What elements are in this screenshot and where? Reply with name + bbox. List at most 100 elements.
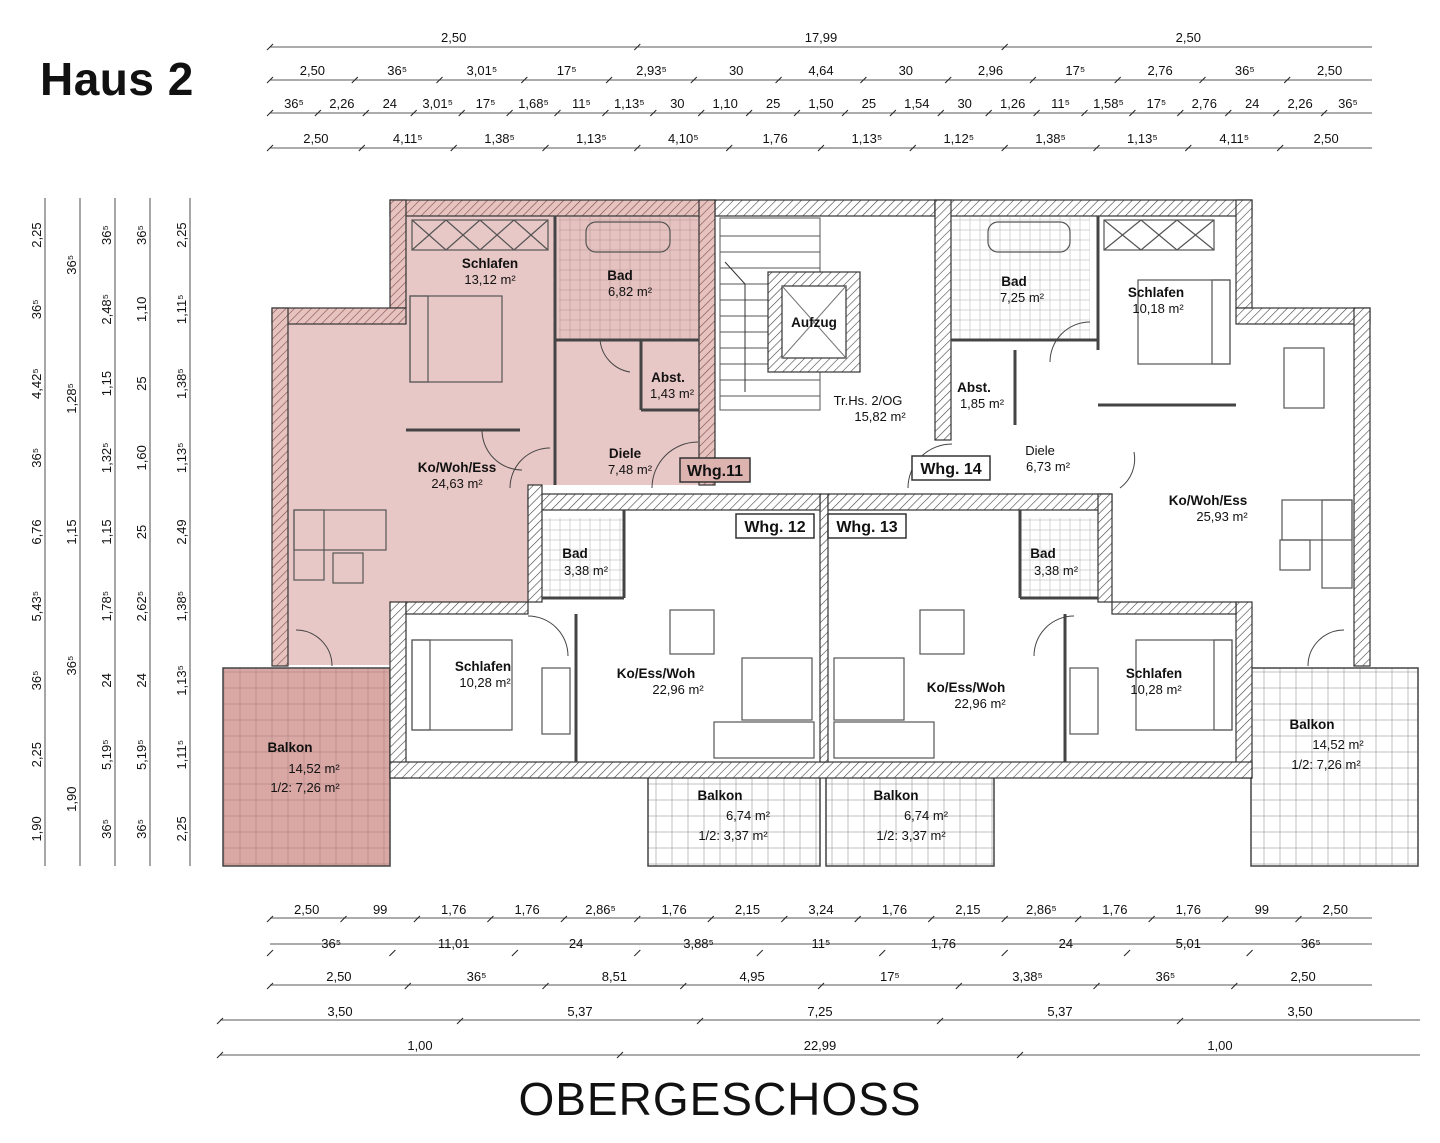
dim-bottom-2-tick-6 bbox=[1093, 982, 1100, 990]
dim-top-3-tick-2 bbox=[450, 144, 458, 152]
dim-bottom-2-tick-3 bbox=[679, 982, 687, 990]
dim-top-1-9: 17⁵ bbox=[1065, 63, 1085, 78]
dim-left-4-5: 1,38⁵ bbox=[174, 591, 189, 622]
w13-balkon-half: 1/2: 3,37 m² bbox=[876, 828, 946, 843]
dim-left-2-7: 5,19⁵ bbox=[99, 739, 114, 770]
dim-bottom-2-2: 8,51 bbox=[602, 969, 627, 984]
dim-left-0-8: 1,90 bbox=[29, 816, 44, 841]
dim-bottom-3-tick-4 bbox=[1176, 1017, 1184, 1025]
dim-top-2-20: 24 bbox=[1245, 96, 1259, 111]
building-title: Haus 2 bbox=[40, 53, 194, 105]
aufzug-name: Aufzug bbox=[791, 315, 837, 330]
whg12-label: Whg. 12 bbox=[744, 519, 805, 536]
dim-left-3-3: 1,60 bbox=[134, 445, 149, 470]
w14-balcony-area bbox=[1250, 667, 1419, 867]
dim-top-0-tick-1 bbox=[633, 43, 641, 51]
dim-top-1-tick-11 bbox=[1199, 76, 1206, 84]
dim-bottom-0-12: 1,76 bbox=[1176, 902, 1201, 917]
dim-bottom-2-tick-5 bbox=[955, 982, 963, 990]
dim-left-0-4: 6,76 bbox=[29, 519, 44, 544]
dim-left-1-0: 36⁵ bbox=[64, 255, 79, 275]
dim-bottom-0-tick-13 bbox=[1221, 915, 1229, 923]
dim-bottom-0-13: 99 bbox=[1255, 902, 1269, 917]
dim-top-3-tick-7 bbox=[909, 144, 917, 152]
dim-bottom-4-tick-1 bbox=[616, 1051, 624, 1059]
dim-top-2-tick-14 bbox=[937, 109, 945, 117]
dim-bottom-0-tick-3 bbox=[487, 915, 494, 923]
w14-balkon-half: 1/2: 7,26 m² bbox=[1291, 757, 1361, 772]
dim-top-2-tick-18 bbox=[1129, 109, 1136, 117]
w12-bad-area: 3,38 m² bbox=[564, 563, 609, 578]
dim-top-3-0: 2,50 bbox=[303, 131, 328, 146]
dim-bottom-1-tick-6 bbox=[1001, 949, 1009, 957]
elevator bbox=[767, 271, 861, 373]
dim-top-2-tick-12 bbox=[841, 109, 849, 117]
w13-schlafen-area: 10,28 m² bbox=[1130, 682, 1182, 697]
dim-left-1-4: 1,90 bbox=[64, 787, 79, 812]
w14-bath-tiles bbox=[952, 217, 1090, 339]
dim-top-1-3: 17⁵ bbox=[557, 63, 577, 78]
w11-diele-name: Diele bbox=[609, 446, 642, 461]
dim-top-1-2: 3,01⁵ bbox=[467, 63, 498, 78]
dim-top-2-0: 36⁵ bbox=[284, 96, 304, 111]
dim-top-2-13: 1,54 bbox=[904, 96, 929, 111]
dim-top-0-tick-0 bbox=[266, 43, 274, 51]
dim-bottom-0-tick-11 bbox=[1074, 915, 1082, 923]
dim-top-2-12: 25 bbox=[862, 96, 876, 111]
w14-kowohess-name: Ko/Woh/Ess bbox=[1169, 493, 1248, 508]
dim-bottom-2-tick-0 bbox=[266, 982, 274, 990]
dim-top-3-1: 4,11⁵ bbox=[393, 131, 423, 146]
w11-bad-area: 6,82 m² bbox=[608, 284, 653, 299]
dim-left-4-4: 2,49 bbox=[174, 519, 189, 544]
dim-top-2-2: 24 bbox=[383, 96, 397, 111]
dim-left-3-7: 5,19⁵ bbox=[134, 739, 149, 770]
dim-left-2-1: 2,48⁵ bbox=[99, 294, 114, 325]
dim-bottom-0-4: 2,86⁵ bbox=[585, 902, 616, 917]
dim-bottom-2-6: 36⁵ bbox=[1155, 969, 1175, 984]
dim-top-2-9: 1,10 bbox=[713, 96, 738, 111]
dim-bottom-1-tick-5 bbox=[878, 949, 886, 957]
dim-top-2-tick-2 bbox=[362, 109, 370, 117]
dim-bottom-1-0: 36⁵ bbox=[321, 936, 341, 951]
dim-top-2-tick-20 bbox=[1224, 109, 1232, 117]
dim-left-3-5: 2,62⁵ bbox=[134, 591, 149, 622]
dim-top-2-3: 3,01⁵ bbox=[422, 96, 453, 111]
dim-bottom-0-tick-1 bbox=[340, 915, 347, 923]
dimension-lines bbox=[44, 46, 1420, 1056]
dim-bottom-2-3: 4,95 bbox=[739, 969, 764, 984]
outer-walls bbox=[271, 199, 1371, 779]
dim-left-4-8: 2,25 bbox=[174, 816, 189, 841]
w14-diele-area: 6,73 m² bbox=[1026, 459, 1071, 474]
dim-left-0-7: 2,25 bbox=[29, 742, 44, 767]
dim-bottom-1-2: 24 bbox=[569, 936, 583, 951]
w11-kowohess-name: Ko/Woh/Ess bbox=[418, 460, 497, 475]
dim-top-2-tick-21 bbox=[1272, 109, 1280, 117]
dim-bottom-2-1: 36⁵ bbox=[467, 969, 487, 984]
w14-abst-name: Abst. bbox=[957, 380, 991, 395]
dim-left-0-6: 36⁵ bbox=[29, 670, 44, 690]
dim-top-2-tick-11 bbox=[793, 109, 801, 117]
w13-koesswoh-name: Ko/Ess/Woh bbox=[927, 680, 1006, 695]
w14-bad-name: Bad bbox=[1001, 274, 1027, 289]
w13-koesswoh-area: 22,96 m² bbox=[954, 696, 1006, 711]
dim-top-1-tick-8 bbox=[944, 76, 952, 84]
dim-bottom-1-tick-7 bbox=[1123, 949, 1131, 957]
dim-bottom-0-0: 2,50 bbox=[294, 902, 319, 917]
dim-bottom-1-5: 1,76 bbox=[931, 936, 956, 951]
dim-left-0-2: 4,42⁵ bbox=[29, 368, 44, 399]
door-swings bbox=[295, 321, 1345, 667]
w13-bad-area: 3,38 m² bbox=[1034, 563, 1079, 578]
dim-left-2-4: 1,15 bbox=[99, 519, 114, 544]
w11-kowohess-area: 24,63 m² bbox=[431, 476, 483, 491]
dim-top-1-tick-5 bbox=[690, 76, 698, 84]
dim-top-2-10: 25 bbox=[766, 96, 780, 111]
inner-walls bbox=[406, 216, 1236, 762]
dim-top-2-4: 17⁵ bbox=[476, 96, 496, 111]
dim-top-2-tick-10 bbox=[745, 109, 753, 117]
dim-top-2-tick-17 bbox=[1081, 109, 1088, 117]
dim-top-2-tick-0 bbox=[266, 109, 274, 117]
dim-top-1-4: 2,93⁵ bbox=[636, 63, 667, 78]
dim-bottom-1-tick-0 bbox=[266, 949, 274, 957]
dim-top-2-tick-3 bbox=[410, 109, 418, 117]
